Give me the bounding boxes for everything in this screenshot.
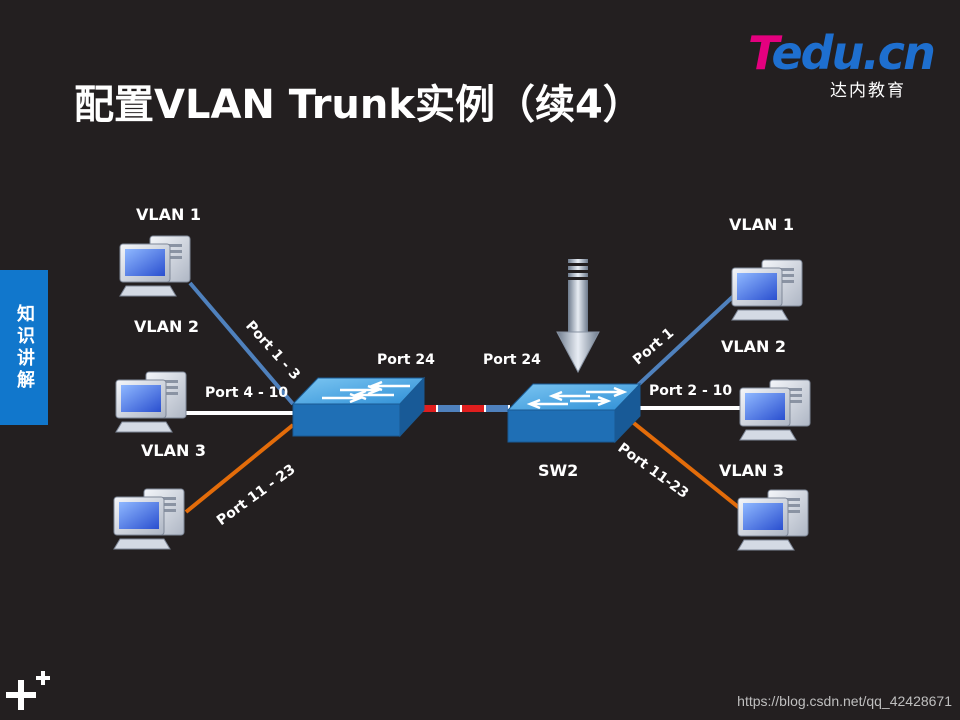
slide-title: 配置VLAN Trunk实例（续4）	[74, 82, 643, 128]
vlan-label-right-3: VLAN 3	[719, 461, 785, 480]
port-label-right-2: Port 2 - 10	[649, 383, 733, 399]
knowledge-tab-label: 知识讲解	[14, 303, 35, 392]
switch-left	[291, 376, 426, 438]
link-vlan3-right	[628, 418, 744, 512]
link-vlan3-left	[184, 423, 295, 514]
pc-right-vlan2-icon	[739, 379, 811, 441]
pc-left-vlan1-icon	[119, 235, 191, 297]
vlan-label-right-1: VLAN 1	[729, 215, 795, 234]
tedu-logo: Tedu.cn 达内教育	[748, 26, 938, 101]
pc-left-vlan3-icon	[113, 488, 185, 550]
switch-right	[506, 382, 642, 444]
trunk-port-label-right: Port 24	[483, 352, 541, 368]
logo-brand: Tedu.cn	[748, 26, 936, 80]
pc-right-vlan3-icon	[737, 489, 809, 551]
pc-right-vlan1-icon	[731, 259, 803, 321]
watermark-url: https://blog.csdn.net/qq_42428671	[737, 693, 952, 709]
plus-icon	[6, 671, 50, 710]
vlan-label-left-1: VLAN 1	[136, 205, 202, 224]
link-vlan1-left	[188, 281, 295, 406]
vlan-label-left-3: VLAN 3	[141, 441, 207, 460]
down-arrow-icon	[556, 259, 600, 374]
port-label-left-2: Port 4 - 10	[205, 385, 289, 401]
switch-label-sw2: SW2	[538, 461, 579, 480]
logo-subtitle: 达内教育	[830, 81, 906, 101]
trunk-port-label-left: Port 24	[377, 352, 435, 368]
pc-left-vlan2-icon	[115, 371, 187, 433]
trunk-link	[400, 405, 510, 412]
vlan-label-right-2: VLAN 2	[721, 337, 787, 356]
knowledge-tab[interactable]: 知识讲解	[0, 270, 48, 425]
link-vlan1-right	[636, 288, 742, 387]
vlan-label-left-2: VLAN 2	[134, 317, 200, 336]
